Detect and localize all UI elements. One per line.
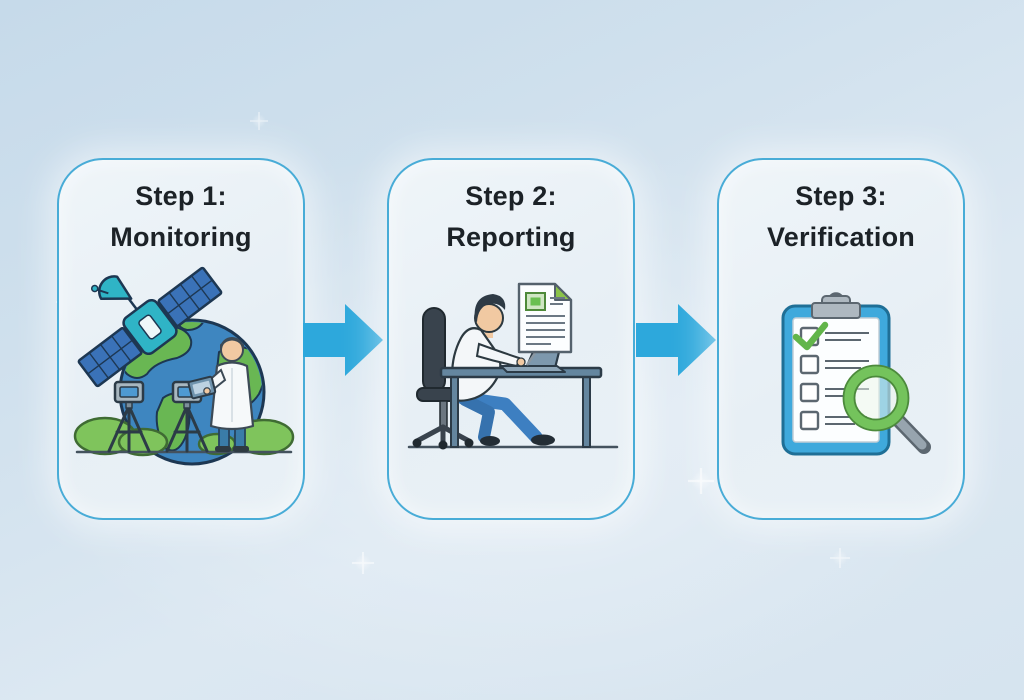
step-title: Step 1: Monitoring	[59, 176, 303, 258]
step-title: Step 3: Verification	[719, 176, 963, 258]
step-number-label: Step 1:	[135, 181, 227, 211]
earth-icon	[118, 318, 266, 466]
sparkle-icon	[352, 552, 374, 574]
checklist-row	[799, 382, 869, 403]
person-icon	[451, 294, 555, 446]
step-card-verification: Step 3: Verification	[717, 158, 965, 520]
arrow-right-icon	[303, 304, 383, 376]
bush-icon	[73, 416, 295, 457]
checklist-row	[799, 410, 867, 431]
desk-icon	[439, 366, 603, 448]
step-card-monitoring: Step 1: Monitoring	[57, 158, 305, 520]
tripod-sensor-icon	[107, 380, 151, 453]
step-card-reporting: Step 2: Reporting	[387, 158, 635, 520]
step-title: Step 2: Reporting	[389, 176, 633, 258]
scientist-icon	[187, 337, 255, 452]
magnifying-glass-icon	[842, 364, 931, 454]
hand	[516, 357, 526, 367]
step-number-label: Step 3:	[795, 181, 887, 211]
office-chair-icon	[412, 307, 474, 450]
step-name-label: Reporting	[446, 222, 576, 252]
report-document-icon	[517, 282, 573, 366]
step-name-label: Monitoring	[110, 222, 252, 252]
step-name-label: Verification	[767, 222, 915, 252]
sparkle-icon	[250, 112, 268, 130]
sparkle-icon	[688, 468, 714, 494]
clipboard-icon	[781, 292, 891, 456]
sparkle-icon	[830, 548, 850, 568]
checkmark-icon	[792, 321, 829, 351]
arrow-right-icon	[636, 304, 716, 376]
laptop-icon	[500, 336, 566, 373]
step-number-label: Step 2:	[465, 181, 557, 211]
tripod-sensor-icon	[165, 380, 209, 453]
checklist-row	[799, 354, 869, 375]
checklist-row	[792, 321, 869, 351]
